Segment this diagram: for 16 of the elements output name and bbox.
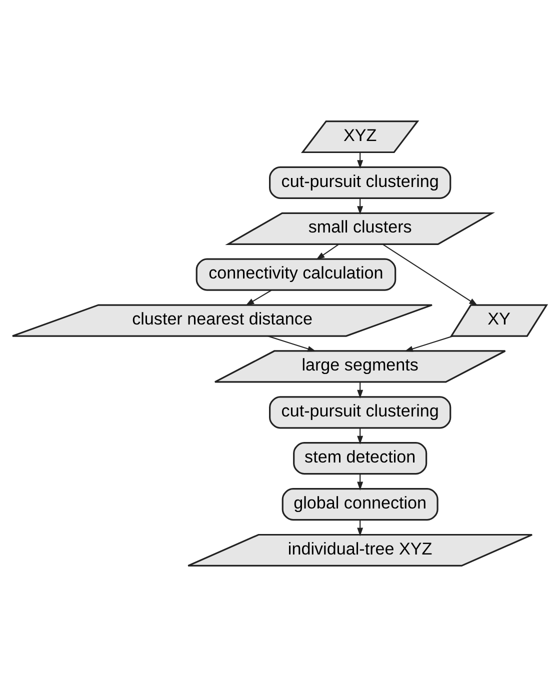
node-box: stem detection xyxy=(293,442,428,474)
node-box: global connection xyxy=(282,488,438,520)
arrow xyxy=(404,335,454,352)
arrow xyxy=(268,335,316,352)
arrow xyxy=(357,520,364,536)
arrow xyxy=(316,243,340,260)
node-box: cut-pursuit clustering xyxy=(269,396,452,428)
node-box: cut-pursuit clustering xyxy=(269,166,452,198)
arrow xyxy=(357,428,364,444)
arrow xyxy=(382,243,478,306)
arrow xyxy=(357,474,364,490)
arrow xyxy=(357,382,364,398)
node-box: connectivity calculation xyxy=(196,258,396,290)
arrow xyxy=(357,198,364,214)
arrow xyxy=(357,152,364,168)
arrow xyxy=(246,289,272,306)
